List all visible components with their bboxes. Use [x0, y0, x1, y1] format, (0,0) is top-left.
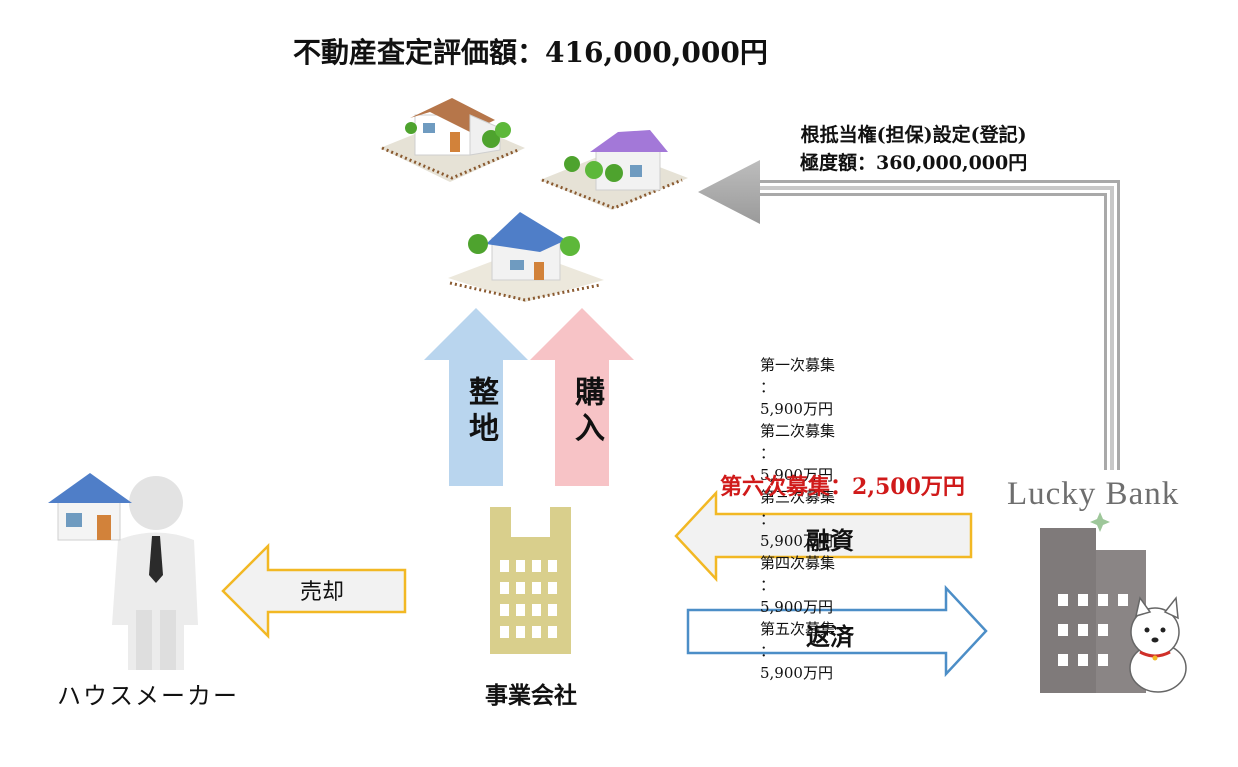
- appraisal-label: 不動産査定評価額: [293, 36, 518, 69]
- house-brown-icon: [380, 98, 525, 182]
- preparation-arrow: [424, 308, 528, 486]
- funding-round-2: 第二次募集：5,900万円: [760, 422, 836, 484]
- mortgage-limit-label: 極度額: [800, 152, 858, 174]
- repayment-label: 返済: [806, 622, 854, 651]
- funding-rounds-list: 第一次募集：5,900万円 第二次募集：5,900万円 第三次募集：5,900万…: [760, 354, 835, 684]
- financing-arrow: [674, 489, 973, 583]
- dog-mascot-icon: [1129, 596, 1187, 693]
- mortgage-line1: 根抵当権(担保)設定(登記): [800, 124, 1027, 146]
- mortgage-limit-value: 360,000,000円: [876, 152, 1028, 174]
- company-building-icon: [490, 507, 571, 654]
- bank-logo-text: Lucky Bank: [1007, 476, 1180, 512]
- purchase-label: 購入: [569, 376, 604, 448]
- mortgage-label: 根抵当権(担保)設定(登記) 極度額：360,000,000円: [800, 121, 1027, 177]
- house-blue-icon: [448, 212, 604, 302]
- repayment-arrow: [686, 584, 988, 678]
- appraisal-value: 416,000,000円: [545, 36, 768, 69]
- sale-label: 売却: [300, 580, 345, 605]
- preparation-label: 整地: [463, 376, 498, 448]
- purchase-arrow: [530, 308, 634, 486]
- current-funding-round: 第六次募集：2,500万円: [720, 474, 965, 500]
- business-company-label: 事業会社: [485, 682, 577, 709]
- funding-round-4: 第四次募集：5,900万円: [760, 554, 836, 616]
- house-maker-label: ハウスメーカー: [57, 682, 239, 710]
- mortgage-arrow: [698, 160, 1120, 470]
- sale-arrow: [221, 542, 407, 640]
- house-small-icon: [48, 473, 132, 541]
- funding-round-5: 第五次募集：5,900万円: [760, 620, 836, 682]
- funding-round-3: 第三次募集：5,900万円: [760, 488, 836, 550]
- logo-sparkle-icon: [1090, 512, 1110, 532]
- current-round-label: 第六次募集: [720, 474, 831, 500]
- financing-label: 融資: [806, 526, 854, 555]
- current-round-amount: 2,500万円: [852, 474, 965, 500]
- appraisal-title: 不動産査定評価額：416,000,000円: [293, 36, 768, 69]
- businessman-icon: [112, 476, 198, 670]
- funding-round-1: 第一次募集：5,900万円: [760, 356, 836, 418]
- house-purple-icon: [540, 130, 688, 210]
